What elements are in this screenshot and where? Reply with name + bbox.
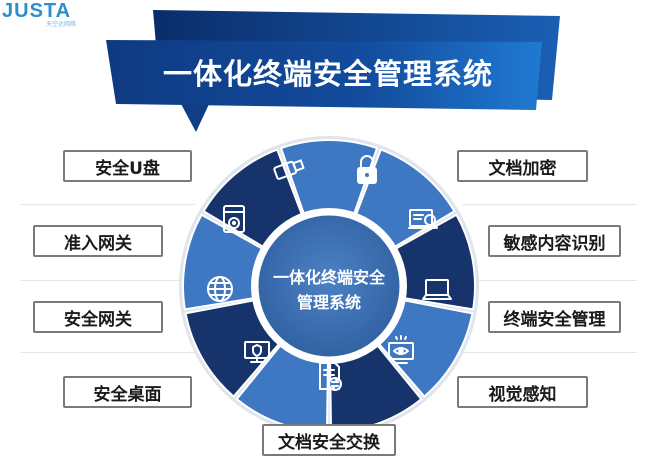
secure-monitor-icon (244, 341, 270, 363)
divider-left-1 (20, 204, 195, 205)
center-label-line1: 一体化终端安全 (272, 268, 385, 287)
divider-right-3 (462, 352, 637, 353)
divider-left-2 (20, 280, 195, 281)
label-secure-usb: 安全U盘 (63, 150, 192, 182)
document-exchange-icon (319, 362, 342, 391)
label-access-gateway: 准入网关 (33, 225, 163, 257)
usb-drive-icon (273, 159, 305, 180)
divider-right-1 (462, 204, 637, 205)
banner-front (106, 40, 542, 110)
label-document-encryption: 文档加密 (457, 150, 588, 182)
laptop-icon (422, 279, 452, 300)
logo-subtitle: 天空达网络 (46, 21, 77, 28)
center-circle (255, 212, 403, 360)
padlock-icon (357, 155, 377, 184)
center-label: 一体化终端安全 管理系统 (249, 262, 409, 318)
label-sensitive-content-detection: 敏感内容识别 (488, 225, 621, 257)
banner-title: 一体化终端安全管理系统 (162, 57, 493, 91)
label-security-gateway: 安全网关 (33, 301, 163, 333)
logo-text: JUSTA (2, 0, 72, 22)
divider-right-2 (462, 280, 637, 281)
media-device-icon (223, 205, 245, 233)
center-label-line2: 管理系统 (296, 293, 361, 312)
divider-left-3 (20, 352, 195, 353)
label-endpoint-security-management: 终端安全管理 (488, 301, 621, 333)
monitor-eye-icon (388, 335, 414, 364)
content-scan-icon (408, 209, 438, 229)
globe-icon (207, 276, 233, 302)
label-secure-desktop: 安全桌面 (63, 376, 192, 408)
label-document-secure-exchange: 文档安全交换 (262, 424, 396, 456)
label-visual-perception: 视觉感知 (457, 376, 588, 408)
banner-tail (180, 102, 210, 132)
